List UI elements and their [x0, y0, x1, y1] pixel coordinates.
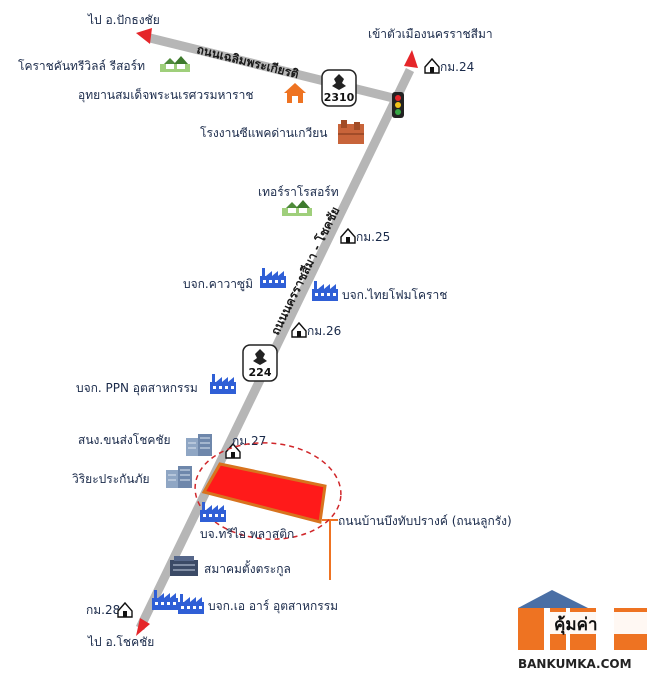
bankumka-logo: คุ้มค่า BANKUMKA.COM — [518, 590, 647, 671]
km26-marker: กม.26 — [291, 322, 341, 338]
korat-country-resort-label: โคราชคันทรีวิลล์ รีสอร์ท — [18, 59, 145, 73]
terra-resort-label: เทอร์ราโรสอร์ท — [258, 185, 339, 199]
arrow-to-pakthongchai — [136, 28, 152, 44]
house-icon — [284, 83, 306, 103]
three-plastic-label: บจ.ทรีไอ พลาสติก — [200, 527, 294, 541]
kawasumi-factory-icon — [260, 268, 286, 288]
main-road-name: ถนนนครราชสีมา - โชคชัย — [267, 204, 342, 337]
three-plastic-factory-icon — [200, 502, 226, 522]
transport-office-icon — [185, 433, 213, 457]
insurance-building-icon — [165, 465, 193, 489]
plot-highlight-circle — [194, 442, 342, 540]
top-road-name: ถนนเฉลิมพระเกียรติ — [195, 42, 300, 81]
km27-label: กม.27 — [232, 434, 266, 448]
km25-marker: กม.25 — [340, 228, 390, 244]
association-building-icon — [170, 556, 198, 576]
resort-icon — [160, 56, 190, 72]
brand-website: BANKUMKA.COM — [518, 657, 632, 671]
km25-label: กม.25 — [356, 230, 390, 244]
direction-pakthongchai: ไป อ.ปักธงชัย — [87, 13, 160, 27]
brand-name: คุ้มค่า — [554, 615, 598, 635]
km26-label: กม.26 — [307, 324, 341, 338]
km24-marker: กม.24 — [424, 58, 474, 74]
side-road-name: ถนนบ้านบึงทับปรางค์ (ถนนลูกรัง) — [338, 514, 512, 529]
direction-chokchai: ไป อ.โชคชัย — [87, 635, 154, 649]
chokchai-transport-label: สนง.ขนส่งโชคชัย — [78, 433, 171, 447]
km28-marker: กม.28 — [86, 602, 133, 618]
terra-resort-icon — [282, 200, 312, 216]
naresuan-park-label: อุทยานสมเด็จพระนเรศวรมหาราช — [78, 87, 254, 103]
arrow-to-chokchai — [136, 618, 150, 636]
dan-kwian-pottery-label: โรงงานซีแพคด่านเกวียน — [200, 126, 327, 140]
viriya-insurance-label: วิริยะประกันภัย — [72, 472, 150, 486]
km28-label: กม.28 — [86, 603, 120, 617]
highway-shield-224: 224 — [242, 344, 278, 382]
thai-foam-korat-label: บจก.ไทยโฟมโคราช — [342, 288, 447, 302]
km27-marker: กม.27 — [225, 434, 266, 459]
ar-factory-icon-1 — [152, 590, 178, 610]
shield-224-number: 224 — [249, 366, 272, 379]
pottery-icon — [338, 120, 364, 144]
ar-industry-label: บจก.เอ อาร์ อุตสาหกรรม — [208, 599, 338, 614]
tang-association-label: สมาคมตั้งตระกูล — [204, 560, 291, 577]
arrow-to-korat-city — [404, 50, 418, 68]
thai-foam-factory-icon — [312, 281, 338, 301]
highway-shield-2310: 2310 — [321, 69, 357, 107]
ppn-industry-label: บจก. PPN อุตสาหกรรม — [76, 381, 198, 396]
ar-factory-icon-2 — [178, 594, 204, 614]
direction-korat-city: เข้าตัวเมืองนครราชสีมา — [368, 27, 493, 41]
ppn-factory-icon — [210, 374, 236, 394]
shield-2310-number: 2310 — [324, 91, 355, 104]
land-plot — [201, 462, 327, 524]
km24-label: กม.24 — [440, 60, 474, 74]
kawasumi-label: บจก.คาวาซูมิ — [183, 277, 253, 292]
traffic-light-icon — [392, 92, 404, 118]
